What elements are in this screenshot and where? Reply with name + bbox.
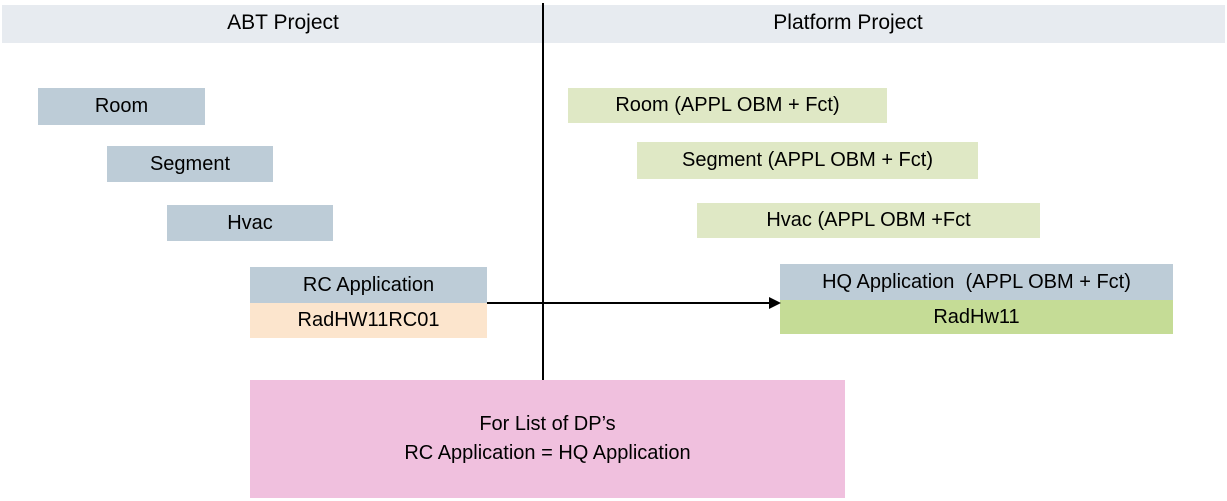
abt-radhw11rc01-box: RadHW11RC01 — [250, 303, 487, 338]
left-section-title: ABT Project — [227, 11, 339, 34]
abt-room-box: Room — [38, 88, 205, 125]
abt-hvac-box: Hvac — [167, 205, 333, 241]
platform-hvac-box: Hvac (APPL OBM +Fct — [697, 203, 1040, 238]
platform-room-box: Room (APPL OBM + Fct) — [568, 88, 887, 123]
section-divider-line — [542, 3, 544, 380]
abt-rc-application-box: RC Application — [250, 267, 487, 303]
platform-hq-application-box: HQ Application (APPL OBM + Fct) — [780, 264, 1173, 300]
note-line-1: For List of DP’s — [479, 413, 616, 435]
right-section-title: Platform Project — [773, 11, 923, 34]
header-band — [2, 5, 1225, 43]
mapping-arrow-line — [487, 302, 770, 304]
mapping-arrow-head-icon — [769, 297, 781, 309]
abt-segment-box: Segment — [107, 146, 273, 182]
platform-radhw11-box: RadHw11 — [780, 300, 1173, 334]
platform-segment-box: Segment (APPL OBM + Fct) — [637, 142, 978, 179]
note-box: For List of DP’s RC Application = HQ App… — [250, 380, 845, 498]
note-line-2: RC Application = HQ Application — [404, 442, 691, 464]
